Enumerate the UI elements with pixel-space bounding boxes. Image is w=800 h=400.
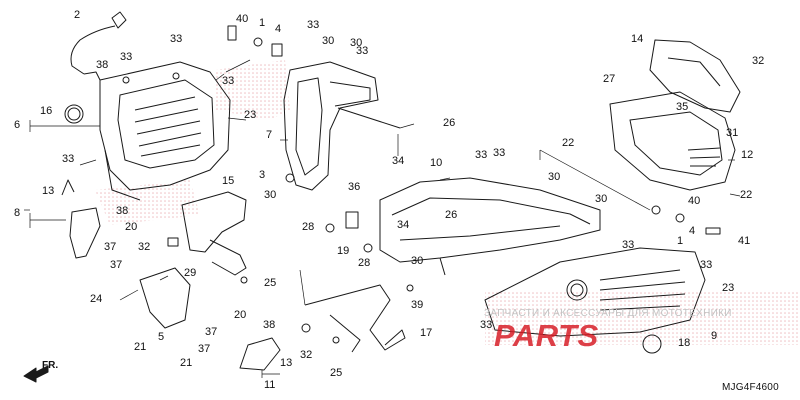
callout-label: 33 [622,239,635,251]
callout-label: 33 [62,153,75,165]
callout-label: 32 [300,349,313,361]
callout-label: 30 [548,171,561,183]
callout-label: 38 [96,59,109,71]
upper-bracket [649,39,741,113]
watermark-logo: PARTS [494,318,599,353]
callout-label: 33 [475,149,488,161]
callout-label: 30 [350,37,363,49]
callout-label: 41 [738,235,751,247]
callout-label: 29 [184,267,197,279]
callout-label: 21 [134,341,147,353]
inner-frame [283,61,401,191]
callout-label: 33 [120,51,133,63]
small-cover-11 [239,337,281,371]
callout-label: 27 [603,73,616,85]
callout-label: 38 [263,319,276,331]
callout-label: 33 [493,147,506,159]
callout-label: 2 [74,9,81,21]
callout-label: 3 [259,169,266,181]
callout-label: 17 [420,327,433,339]
callout-label: 34 [397,219,410,231]
callout-label: 1 [259,17,266,29]
forward-arrow-icon [23,365,49,383]
callout-label: 22 [740,189,753,201]
callout-label: 15 [222,175,235,187]
outer-cover [484,247,706,337]
callout-label: 11 [264,379,276,391]
ring-part-16 [64,104,84,124]
small-hanger [61,179,101,259]
callout-label: 33 [222,75,235,87]
callout-label: 19 [337,245,350,257]
callout-label: 20 [234,309,247,321]
callout-label: 7 [266,129,273,141]
callout-label: 30 [411,255,424,267]
callout-label: 30 [264,189,277,201]
callout-label: 30 [322,35,335,47]
lower-brackets [139,191,247,329]
callout-label: 22 [562,137,575,149]
callout-label: 12 [741,149,754,161]
callout-label: 13 [42,185,55,197]
callout-label: 34 [392,155,405,167]
lower-bracket-17 [304,284,406,353]
callout-label: 36 [348,181,361,193]
callout-label: 25 [330,367,343,379]
callout-label: 6 [14,119,21,131]
callout-label: 10 [430,157,443,169]
callout-label: 40 [236,13,249,25]
callout-label: 33 [307,19,320,31]
wire-harness [70,11,127,81]
callout-label: 37 [104,241,117,253]
callout-label: 23 [244,109,257,121]
callout-label: 32 [138,241,151,253]
callout-label: 26 [443,117,456,129]
emblem-18 [642,334,662,354]
right-grille-cover [609,91,736,191]
watermark-hatch [95,60,800,345]
callout-label: 16 [40,105,53,117]
callout-label: 33 [480,319,493,331]
leader-lines [24,59,741,378]
callout-label: 5 [158,331,165,343]
callout-label: 28 [358,257,371,269]
front-cover-left [99,61,231,201]
callout-label: 25 [264,277,277,289]
callout-label: 14 [631,33,644,45]
callout-label: 37 [110,259,123,271]
callout-label: 31 [726,127,739,139]
callout-label: 35 [676,101,689,113]
callout-label: 24 [90,293,103,305]
callout-label: 39 [411,299,424,311]
callout-label: 33 [700,259,713,271]
callout-label: 26 [445,209,458,221]
callout-label: 20 [125,221,138,233]
watermark-text: ЗАПЧАСТИ И АКСЕССУАРЫ ДЛЯ МОТОТЕХНИКИ [484,308,732,319]
callout-label: 13 [280,357,293,369]
callout-label: 4 [689,225,696,237]
callout-label: 21 [180,357,193,369]
callout-label: 8 [14,207,21,219]
callout-label: 9 [711,330,718,342]
direction-label: FR. [42,360,59,371]
callout-label: 33 [170,33,183,45]
callout-label: 28 [302,221,315,233]
callout-label: 38 [116,205,129,217]
diagram-code: MJG4F4600 [722,382,779,393]
callout-label: 1 [677,235,684,247]
callout-label: 4 [275,23,282,35]
callout-label: 33 [356,45,369,57]
callout-label: 37 [205,326,218,338]
fasteners [122,25,721,344]
callout-label: 30 [595,193,608,205]
callout-label: 40 [688,195,701,207]
callout-label: 18 [678,337,691,349]
inner-panel [379,177,601,276]
callout-label: 32 [752,55,765,67]
callout-label: 23 [722,282,735,294]
callout-label: 37 [198,343,211,355]
